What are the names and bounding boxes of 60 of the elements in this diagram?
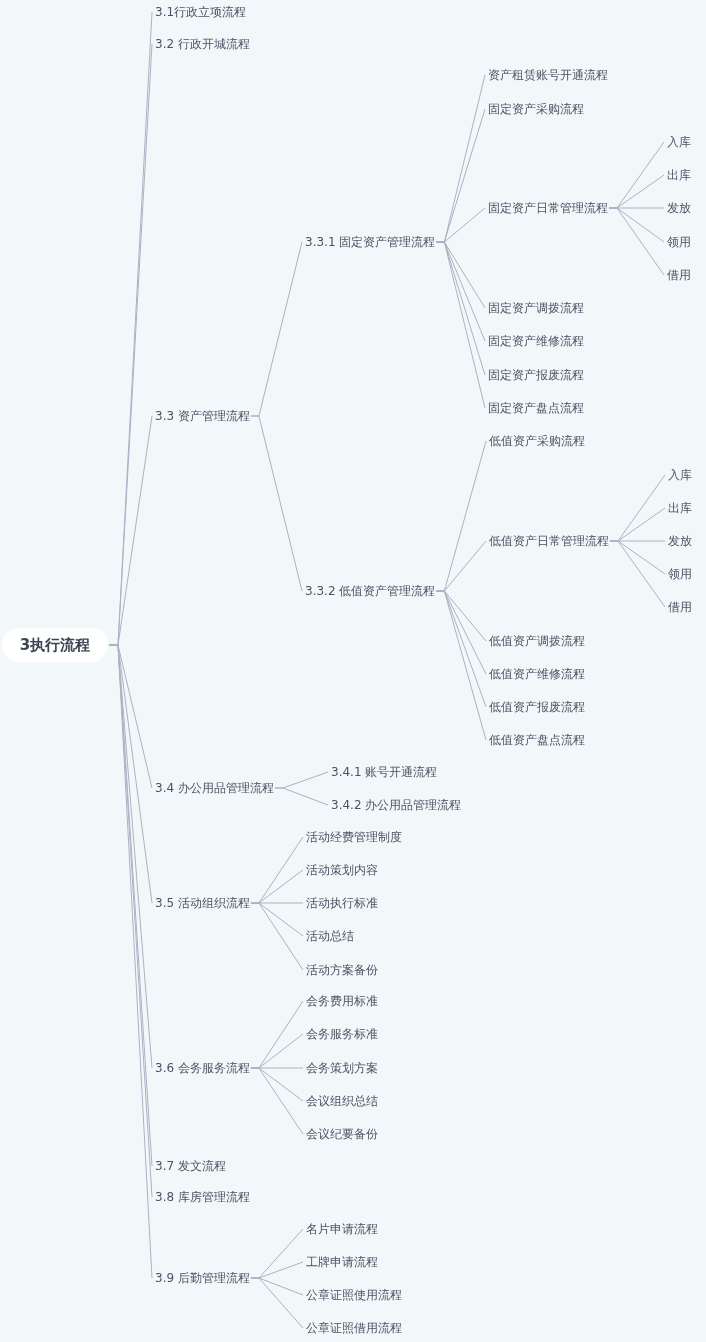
topic-label: 入库 xyxy=(668,467,692,483)
topic-label: 固定资产日常管理流程 xyxy=(488,200,608,216)
topic-label: 低值资产调拨流程 xyxy=(489,633,585,649)
topic-label: 发放 xyxy=(668,533,692,549)
topic-label: 会务费用标准 xyxy=(306,993,378,1009)
topic-label: 出库 xyxy=(667,167,691,183)
topic-label: 低值资产报废流程 xyxy=(489,699,585,715)
topic-label: 资产租赁账号开通流程 xyxy=(488,67,608,83)
branch-line xyxy=(250,1067,304,1135)
topic-label: 3.4.1 账号开通流程 xyxy=(331,764,438,780)
topic-label: 入库 xyxy=(667,134,691,150)
branch-line xyxy=(250,1277,304,1329)
branch-line xyxy=(435,241,486,409)
topic-label: 会议组织总结 xyxy=(306,1093,378,1109)
topic-label: 会务策划方案 xyxy=(306,1060,378,1076)
topic-label: 3.8 库房管理流程 xyxy=(155,1189,250,1205)
topic-label: 3.5 活动组织流程 xyxy=(155,895,250,911)
topic-label: 借用 xyxy=(668,599,692,615)
topic-label: 低值资产盘点流程 xyxy=(489,732,585,748)
root-topic: 3执行流程 xyxy=(2,628,108,662)
topic-label: 会务服务标准 xyxy=(306,1026,378,1042)
topic-label: 3.3 资产管理流程 xyxy=(155,408,250,424)
topic-label: 3.9 后勤管理流程 xyxy=(155,1270,250,1286)
topic-label: 领用 xyxy=(667,234,691,250)
topic-label: 固定资产维修流程 xyxy=(488,333,584,349)
topic-label: 3.3.2 低值资产管理流程 xyxy=(305,583,436,599)
branch-line xyxy=(250,415,303,592)
topic-label: 活动总结 xyxy=(306,928,354,944)
topic-label: 出库 xyxy=(668,500,692,516)
topic-label: 工牌申请流程 xyxy=(306,1254,378,1270)
topic-label: 低值资产采购流程 xyxy=(489,433,585,449)
topic-label: 活动执行标准 xyxy=(306,895,378,911)
topic-label: 3.4 办公用品管理流程 xyxy=(155,780,274,796)
topic-label: 活动经费管理制度 xyxy=(306,829,402,845)
branch-line xyxy=(250,902,304,971)
topic-label: 低值资产日常管理流程 xyxy=(489,533,609,549)
branch-line xyxy=(435,590,487,741)
topic-label: 名片申请流程 xyxy=(306,1221,378,1237)
topic-label: 公章证照借用流程 xyxy=(306,1320,402,1336)
topic-label: 借用 xyxy=(667,267,691,283)
topic-label: 发放 xyxy=(667,200,691,216)
branch-line xyxy=(608,207,665,276)
topic-label: 固定资产报废流程 xyxy=(488,367,584,383)
topic-label: 固定资产盘点流程 xyxy=(488,400,584,416)
branch-line xyxy=(609,540,666,608)
topic-label: 3.4.2 办公用品管理流程 xyxy=(331,797,462,813)
topic-label: 3.6 会务服务流程 xyxy=(155,1060,250,1076)
topic-label: 公章证照使用流程 xyxy=(306,1287,402,1303)
topic-label: 活动策划内容 xyxy=(306,862,378,878)
topic-label: 3.2 行政开城流程 xyxy=(155,36,250,52)
topic-label: 3.7 发文流程 xyxy=(155,1158,226,1174)
topic-label: 领用 xyxy=(668,566,692,582)
topic-label: 3.3.1 固定资产管理流程 xyxy=(305,234,436,250)
topic-label: 固定资产调拨流程 xyxy=(488,300,584,316)
topic-label: 会议纪要备份 xyxy=(306,1126,378,1142)
topic-label: 活动方案备份 xyxy=(306,962,378,978)
branch-line xyxy=(274,787,329,806)
topic-label: 低值资产维修流程 xyxy=(489,666,585,682)
topic-label: 3.1行政立项流程 xyxy=(155,4,247,20)
topic-label: 固定资产采购流程 xyxy=(488,101,584,117)
